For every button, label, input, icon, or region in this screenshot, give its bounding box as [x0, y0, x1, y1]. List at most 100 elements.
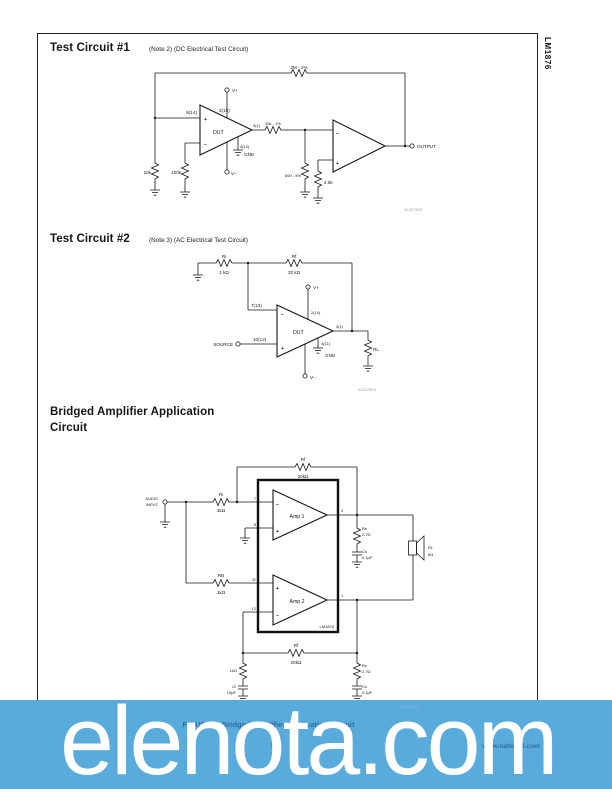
vplus-terminal: [224, 87, 230, 93]
ground-icon: [312, 347, 324, 354]
capacitor: [351, 551, 363, 556]
resistor-label: 100k: [171, 170, 182, 175]
source-label: SOURCE: [213, 342, 233, 347]
vminus-terminal: [224, 169, 230, 175]
resistor: [151, 159, 159, 183]
ground-icon: [351, 561, 363, 568]
snubber-c-name: Cs: [362, 684, 367, 689]
test-circuit-1: 2M - 1% 8(14) 2(15) + − DUT V+ V− GND 4(…: [144, 65, 437, 212]
resistor: [209, 498, 233, 506]
junction-dot: [403, 144, 407, 148]
junction-dot: [303, 128, 307, 132]
dut-label: DUT: [213, 130, 224, 136]
minus-sign: −: [281, 312, 284, 318]
chip-label: LM1876: [320, 624, 335, 629]
snubber-c-name: Cs: [362, 549, 367, 554]
resistor: [314, 167, 322, 191]
audio-input-terminal: [162, 499, 168, 505]
ground-icon: [239, 537, 251, 544]
resistor: [364, 336, 372, 360]
rf2-name: Rf: [294, 643, 299, 648]
feedback-resistor-label: 2M - 1%: [290, 65, 307, 70]
resistor: [291, 463, 315, 471]
ci-name: Ci: [232, 684, 236, 689]
rb-value: 1kΩ: [217, 590, 226, 595]
page-number: 5: [271, 742, 275, 749]
rf1-value: 20kΩ: [298, 474, 309, 479]
dut-opamp: [276, 304, 335, 358]
aux-opamp: [332, 119, 387, 173]
bridged-amplifier-circuit: AUDIO INPUT Ri 1kΩ Rf 20kΩ RB 1kΩ Rf 20k…: [145, 457, 434, 702]
website-link[interactable]: www.national.com: [482, 743, 540, 750]
output-terminal: [409, 143, 415, 149]
resistor: [284, 649, 308, 657]
gnd-label: GND: [325, 353, 336, 358]
pin-label: 1: [341, 593, 344, 598]
pin-label: 7: [254, 496, 257, 501]
bias-resistor-label: 4.5k: [324, 180, 333, 185]
ground-icon: [299, 191, 311, 198]
watermark-band: FIGURE 2. Bridged Amplifier Application …: [0, 700, 612, 789]
elenota-watermark: elenota.com: [60, 686, 558, 792]
ci-value: 10μF: [227, 690, 237, 695]
pin-label: 8(14): [186, 110, 197, 115]
plus-sign: +: [276, 529, 279, 535]
bridged-wires: [164, 466, 414, 696]
vplus-label: V+: [313, 285, 319, 290]
speaker-icon: [416, 535, 425, 561]
rf1-name: Rf: [301, 457, 306, 462]
pin-label: 3(1): [253, 123, 261, 128]
pin-label: 8: [254, 522, 257, 527]
speaker-icon: [408, 540, 417, 556]
junction-dot: [350, 329, 354, 333]
speaker-name: RL: [428, 545, 434, 550]
dut-opamp: [199, 104, 254, 156]
amp1-label: Amp 1: [290, 514, 305, 520]
figure-code: 01207906: [400, 704, 418, 709]
vminus-label: V−: [310, 375, 316, 380]
snubber-r-value: 2.7Ω: [362, 532, 371, 537]
snubber-r-name: Rs: [362, 663, 367, 668]
junction-dot: [355, 513, 359, 517]
tc2-title: Test Circuit #2: [50, 233, 130, 245]
junction-dot: [153, 116, 157, 120]
tc2-wires: [197, 262, 369, 374]
resistor-label: 10k: [144, 170, 152, 175]
snubber-r-name: Rs: [362, 526, 367, 531]
junction-dot: [246, 261, 250, 265]
ri-value: 1kΩ: [217, 508, 226, 513]
tc1-title: Test Circuit #1: [50, 42, 130, 54]
rb-name: RB: [218, 573, 224, 578]
speaker-value: 8Ω: [428, 552, 433, 557]
plus-sign: +: [276, 586, 279, 592]
figure-code: 01207903: [404, 207, 423, 212]
resistor: [353, 659, 361, 683]
vplus-terminal: [305, 284, 311, 290]
pin-label: 2(15): [219, 108, 230, 113]
resistor: [353, 524, 361, 548]
tc1-subtitle: (Note 2) (DC Electrical Test Circuit): [149, 46, 249, 53]
dut-label: DUT: [293, 330, 304, 336]
bridged-title-line2: Circuit: [50, 422, 88, 434]
ground-icon: [232, 149, 244, 156]
audio-input-label: AUDIO: [145, 496, 158, 501]
pin-label: 7(13): [251, 303, 262, 308]
rf-name: Rf: [292, 254, 297, 259]
minus-sign: −: [336, 131, 339, 137]
ground-icon: [362, 365, 374, 372]
junction-dot: [241, 651, 245, 655]
load-resistor-label: RL: [373, 347, 379, 352]
resistor: [181, 159, 189, 183]
snubber-c-value: 0.1μF: [362, 555, 373, 560]
gnd-label: GND: [244, 152, 255, 157]
ic-package-outline: [256, 478, 340, 634]
shunt-resistor-label: 600 - 5%: [285, 173, 301, 178]
rf2-value: 20kΩ: [291, 660, 302, 665]
ground-icon: [312, 197, 324, 204]
snubber-c-value: 0.1μF: [362, 690, 373, 695]
figure-caption: FIGURE 2. Bridged Amplifier Application …: [182, 720, 355, 729]
resistor: [261, 126, 285, 134]
pin-label: 2(14): [311, 310, 321, 315]
